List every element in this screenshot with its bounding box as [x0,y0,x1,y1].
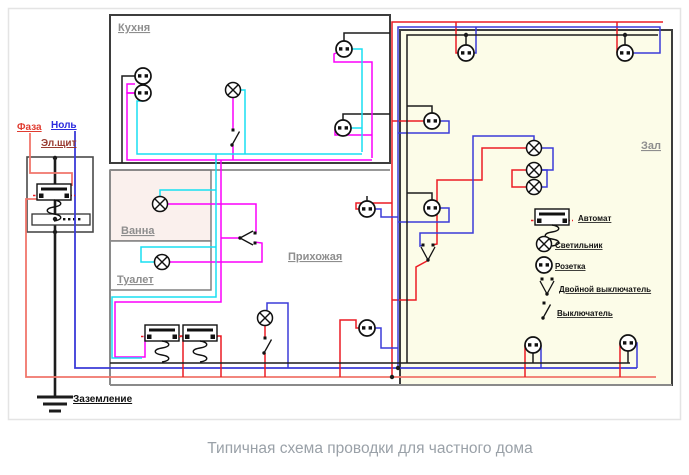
busbar-icon [31,213,91,226]
socket-icon [334,119,352,137]
socket-icon [619,334,637,352]
light-icon [256,309,274,327]
socket-icon [134,84,152,102]
busbar-pin [78,218,81,221]
wire-red [431,147,527,246]
legend-label-double: Двойной выключатель [559,285,651,294]
wire-blue [419,135,535,247]
wire-black [406,34,658,363]
room-label-toilet: Туалет [117,274,154,286]
light-icon [525,161,543,179]
socket-icon [616,44,634,62]
diagram-caption: Типичная схема проводки для частного дом… [207,440,533,457]
wire-cyan [241,89,246,154]
wire-red [392,260,428,301]
wire-blue [266,302,289,368]
junction-dot [389,374,395,380]
light-icon [525,178,543,196]
wire-magenta [333,52,373,158]
light-icon [224,81,242,99]
wire-cyan [352,48,363,152]
socket-icon [423,112,441,130]
socket-icon [423,199,441,217]
wire-feed_red [29,133,73,186]
room-label-bath: Ванна [121,225,155,237]
socket-icon [358,200,376,218]
legend-label-single: Выключатель [557,309,613,318]
wire-cyan [111,154,217,359]
socket-icon [134,67,152,85]
socket-icon [358,319,376,337]
room-kitchen [109,14,391,164]
panel-label: Эл.щит [41,138,77,149]
wire-blue [541,169,548,188]
wire-blue [398,207,450,223]
double-switch-icon [539,277,555,296]
legend-label-breaker: Автомат [578,214,611,223]
wire-cyan [159,189,216,196]
busbar-pin [68,218,71,221]
room-label-hall: Зал [641,140,661,152]
wire-blue [74,131,637,369]
junction-dot [622,32,628,38]
wire-blue [398,120,450,134]
light-icon [525,139,543,157]
neutral-label: Ноль [51,120,77,131]
wire-black [343,32,390,41]
wire-cyan [140,246,216,263]
breaker-icon [179,324,221,363]
junction-dot [52,229,58,235]
junction-dot [395,365,401,371]
switch-icon [230,128,241,147]
room-label-hallway: Прихожая [288,251,342,263]
junction-dot [52,155,58,161]
room-label-kitchen: Кухня [118,22,150,34]
busbar-pin [63,218,66,221]
light-icon [535,235,553,253]
phase-label: Фаза [17,122,42,133]
double-switch-icon [238,230,257,246]
double-switch-icon [420,243,436,262]
legend-label-light: Светильник [555,241,604,250]
light-icon [151,195,169,213]
wire-black [342,113,390,120]
wire-red [391,21,663,377]
wire-magenta [126,92,372,161]
socket-icon [457,44,475,62]
junction-dot [463,32,469,38]
breaker-icon [531,208,573,247]
wire-blue [375,327,398,349]
wire-black [407,192,433,200]
socket-icon [535,256,553,274]
wire-red [511,169,527,188]
switch-icon [262,336,273,355]
wire-red [355,202,392,210]
wire-feed_red [25,198,656,378]
wire-black [121,75,135,163]
electrical-panel-box [26,156,94,233]
ground-label: Заземление [73,394,133,405]
socket-icon [524,336,542,354]
switch-icon [541,301,552,320]
socket-icon [335,40,353,58]
wire-blue [397,26,661,368]
breaker-icon [141,324,183,363]
wire-blue [375,208,398,218]
legend-label-socket: Розетка [555,262,586,271]
breaker-icon [33,183,75,222]
light-icon [153,253,171,271]
wire-red [339,319,359,377]
wire-black [407,105,433,113]
